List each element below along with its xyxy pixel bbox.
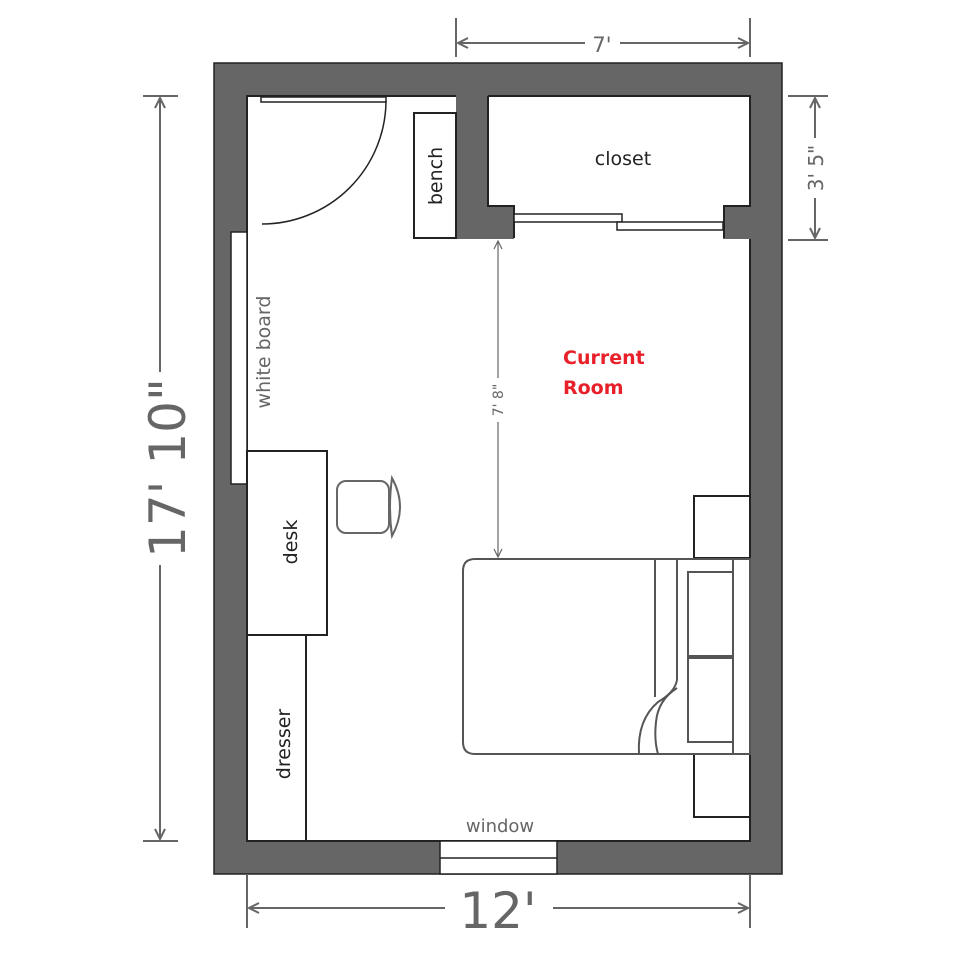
pillow — [687, 657, 734, 743]
svg-text:17' 10": 17' 10" — [139, 378, 197, 558]
entry-door[interactable] — [260, 96, 387, 225]
nightstand-bottom — [693, 753, 751, 818]
white-board — [230, 231, 248, 485]
bench — [413, 112, 457, 239]
current-room-label: Current Room — [563, 347, 651, 399]
svg-text:3' 5": 3' 5" — [804, 145, 828, 192]
closet-sliding-doors[interactable] — [513, 213, 724, 231]
dimension-closet-to-bed: 7' 8" — [488, 241, 508, 557]
svg-text:7' 8": 7' 8" — [491, 384, 507, 417]
desk-label: desk — [280, 520, 302, 565]
dimension-room-length: 17' 10" — [139, 95, 197, 842]
window — [439, 840, 558, 875]
pillow — [687, 571, 734, 657]
desk-chair — [336, 474, 401, 540]
dimension-closet-depth: 3' 5" — [788, 95, 828, 241]
window-label: window — [466, 816, 534, 837]
white-board-label: white board — [253, 296, 275, 409]
bench-label: bench — [425, 147, 447, 205]
dimension-room-width: 12' — [246, 874, 751, 940]
bed — [462, 558, 751, 755]
desk — [246, 450, 328, 636]
nightstand-top — [693, 495, 751, 559]
closet-label: closet — [595, 148, 651, 170]
svg-text:12': 12' — [459, 882, 536, 940]
dresser-label: dresser — [273, 709, 295, 780]
dresser — [246, 634, 307, 842]
svg-text:7': 7' — [592, 33, 611, 57]
dimension-closet-width: 7' — [455, 18, 751, 57]
